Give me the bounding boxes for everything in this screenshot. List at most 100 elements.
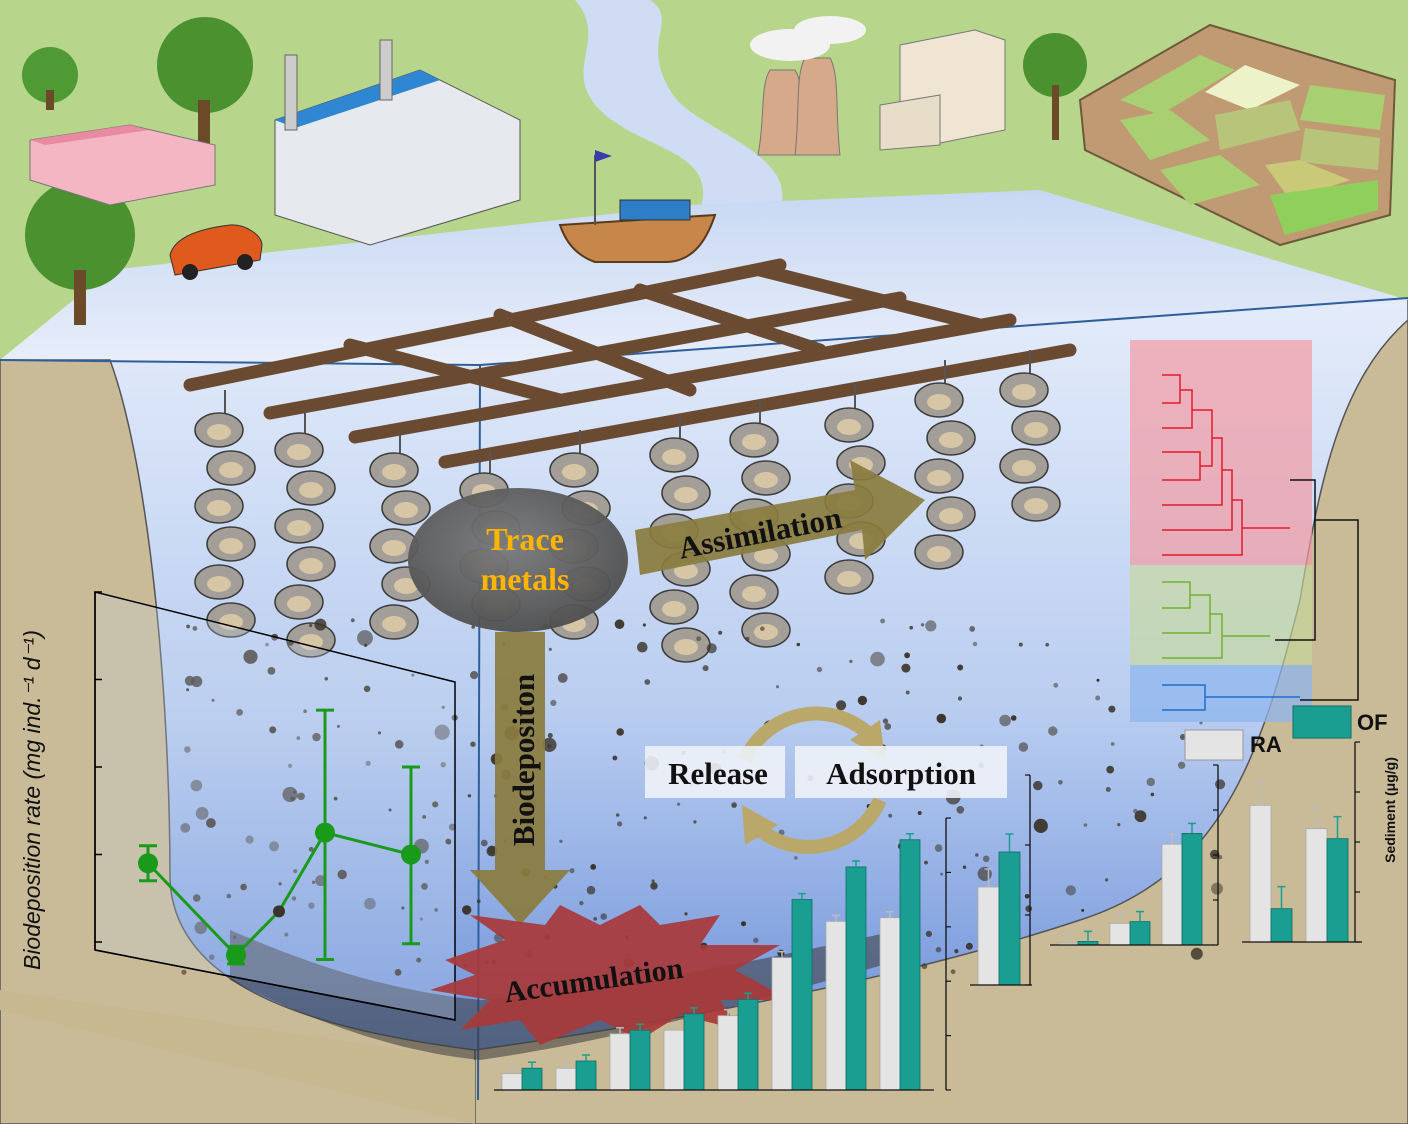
particle [184, 675, 195, 686]
particle [882, 718, 889, 724]
office-building [879, 29, 1006, 151]
particle [796, 642, 801, 647]
particle [1105, 787, 1111, 792]
particle [470, 741, 476, 747]
particle [211, 698, 215, 702]
particle [909, 625, 913, 630]
particle [233, 935, 237, 939]
particle [411, 673, 415, 677]
trace-metals-line2: metals [481, 561, 570, 597]
particle [816, 666, 823, 673]
particle [616, 728, 624, 736]
particle [422, 815, 427, 819]
particle [1025, 905, 1032, 912]
bar-of [1326, 838, 1349, 943]
particle [586, 885, 596, 895]
oyster-inner [219, 614, 243, 630]
particle [297, 792, 305, 801]
oyster-inner [207, 424, 231, 440]
particle [644, 679, 651, 685]
particle [421, 883, 428, 890]
particle [1133, 808, 1138, 814]
particle [550, 699, 557, 707]
particle [312, 732, 321, 742]
particle [677, 802, 681, 806]
particle [480, 839, 488, 847]
bar-ra [771, 957, 793, 1091]
particle [934, 844, 943, 852]
particle [1065, 885, 1076, 896]
particle [1096, 678, 1100, 682]
particle [917, 811, 922, 815]
oyster-inner [837, 571, 861, 587]
oyster-inner [674, 563, 698, 579]
dendrogram-lines [1162, 374, 1359, 711]
adsorption-label: Adsorption [826, 756, 976, 791]
particle [448, 823, 456, 831]
particle [1179, 734, 1186, 740]
particle [1018, 742, 1029, 752]
trees [22, 17, 1087, 325]
particle [357, 630, 373, 646]
particle [1048, 726, 1058, 736]
particle [1045, 642, 1049, 647]
fishing-boat [558, 150, 717, 263]
oyster-inner [754, 624, 778, 640]
bar-of [575, 1060, 597, 1091]
bar-ra [663, 1029, 685, 1091]
particle [600, 913, 607, 920]
particle [278, 882, 282, 886]
line-chart-yaxis [95, 591, 102, 943]
particle [905, 690, 910, 695]
factory-building [274, 39, 521, 246]
particle [637, 641, 648, 653]
cycle-arrow-lower [755, 797, 887, 854]
particle [467, 794, 472, 798]
bar-of [737, 998, 759, 1091]
particle [935, 946, 942, 953]
oyster-inner [939, 508, 963, 524]
particle [364, 897, 376, 910]
particle [706, 643, 717, 654]
particle [350, 618, 355, 623]
particle [336, 724, 340, 728]
line-chart-point [226, 945, 246, 966]
particle [643, 816, 647, 820]
bar-ra [555, 1067, 577, 1091]
particle [315, 875, 327, 887]
particle [731, 802, 737, 808]
river [575, 0, 783, 210]
particle [1177, 761, 1186, 769]
particle [718, 630, 723, 635]
particle [745, 636, 750, 641]
cycle-arrow-upper [738, 706, 875, 763]
particle [741, 921, 746, 927]
particle [880, 618, 885, 624]
oyster-raft [183, 258, 1077, 469]
bar-ra [1249, 804, 1272, 943]
particle [693, 820, 697, 824]
line-chart-ylabel: Biodeposition rate (mg ind.⁻¹ d⁻¹) [19, 630, 45, 970]
particle [557, 673, 568, 683]
particle [470, 671, 479, 680]
particle [925, 930, 933, 938]
particle [401, 906, 405, 910]
particle [236, 709, 244, 716]
particle [615, 813, 620, 817]
bar-of [683, 1013, 705, 1091]
particle [309, 623, 313, 628]
particle [1033, 780, 1043, 791]
particle [696, 636, 702, 642]
particle [753, 937, 759, 943]
accumulation-burst: Accumulation [430, 905, 790, 1045]
particle [1081, 908, 1085, 912]
particle [243, 649, 258, 664]
particle [614, 619, 625, 629]
cluster-red-box [1130, 340, 1312, 565]
bar-chart-sr-rb: Sediment (μg/g) [1242, 741, 1398, 943]
particle [282, 786, 298, 803]
particle [269, 726, 277, 734]
particle [1106, 765, 1115, 774]
cluster-green-box [1130, 565, 1312, 665]
